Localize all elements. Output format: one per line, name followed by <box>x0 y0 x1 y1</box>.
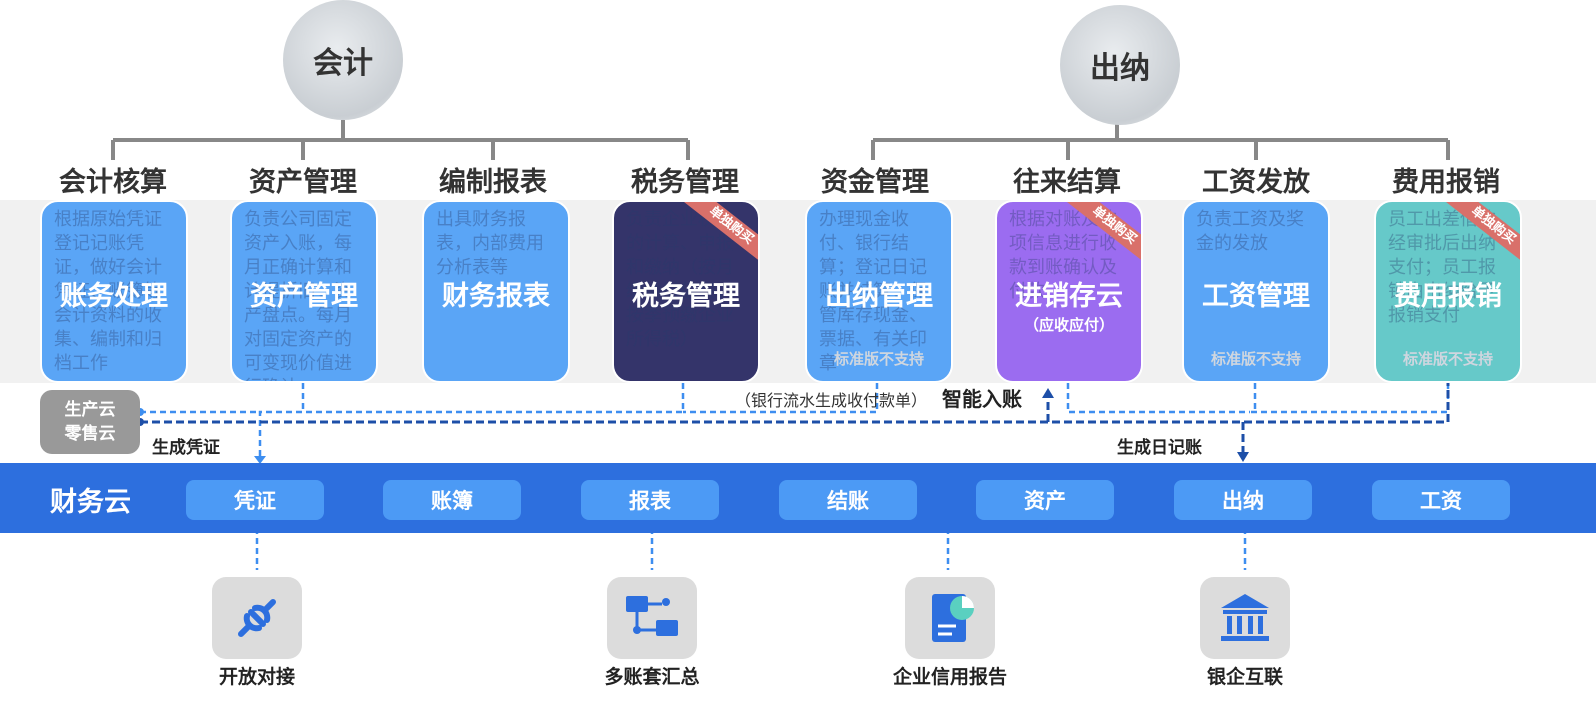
bottom-label: 企业信用报告 <box>892 666 1007 688</box>
card-title: 工资管理 <box>1202 281 1310 312</box>
generate-journal-label: 生成日记账 <box>1117 438 1202 458</box>
generate-voucher-label: 生成凭证 <box>152 438 220 458</box>
category-label: 税务管理 <box>631 167 739 198</box>
card-description: 办理现金收付、银行结算；登记日记账并结算，保管库存现金、票据、有关印章 <box>819 209 927 374</box>
card-description: 根据原始凭证登记记账凭证，做好会计凭证、账簿等会计资料的收集、编制和归档工作 <box>54 209 162 374</box>
side-box-line: 零售云 <box>64 424 116 444</box>
card-title: 财务报表 <box>442 281 550 312</box>
card-title: 税务管理 <box>632 281 740 312</box>
module-card[interactable]: 负责工资及奖金的发放 工资管理标准版不支持 <box>1182 200 1330 383</box>
module-card[interactable]: 负责企业税费的计算、申报和缴纳（按月缴纳增值税，按季预缴企业所得税） 税务管理单… <box>612 200 760 383</box>
card-description: 出具财务报表，内部费用分析表等 <box>436 209 544 278</box>
bank-flow-label: （银行流水生成收付款单） <box>735 391 928 410</box>
card-title: 费用报销 <box>1394 281 1502 312</box>
multi-ledger-tile[interactable] <box>607 577 697 659</box>
category-label: 编制报表 <box>439 167 547 198</box>
category-label: 费用报销 <box>1392 167 1500 198</box>
production-retail-cloud-box[interactable]: 生产云 零售云 <box>40 390 140 454</box>
bottom-label: 银企互联 <box>1206 666 1283 688</box>
card-title: 资产管理 <box>250 281 358 312</box>
category-label: 工资发放 <box>1202 167 1310 198</box>
plug-icon <box>238 599 276 637</box>
bank-icon <box>1221 594 1269 641</box>
credit-report-tile[interactable] <box>905 577 995 659</box>
module-card[interactable]: 根据对账及款项信息进行收款到账确认及付款 进销存云（应收应付）单独购买 <box>995 200 1143 383</box>
role-label: 出纳 <box>1090 51 1150 86</box>
side-box-line: 生产云 <box>64 400 116 420</box>
module-card[interactable]: 根据原始凭证登记记账凭证，做好会计凭证、账簿等会计资料的收集、编制和归档工作 账… <box>40 200 188 383</box>
category-label: 资产管理 <box>249 167 357 198</box>
category-label: 会计核算 <box>59 167 167 198</box>
card-description: 负责公司固定资产入账，每月正确计算和计提折旧，资产盘点。每月对固定资产的可变现价… <box>244 209 352 381</box>
role-label: 会计 <box>313 46 373 81</box>
card-subtitle: （应收应付） <box>1023 316 1114 334</box>
bottom-label: 多账套汇总 <box>604 666 700 688</box>
card-description: 员工出差借款经审批后出纳支付；员工报销由出纳给予报销支付 <box>1388 209 1496 326</box>
smart-entry-label: 智能入账 <box>942 387 1022 411</box>
module-card[interactable]: 办理现金收付、银行结算；登记日记账并结算，保管库存现金、票据、有关印章 出纳管理… <box>805 200 953 383</box>
module-cashier[interactable]: 出纳 <box>1174 480 1312 520</box>
category-label: 资金管理 <box>821 167 929 198</box>
module-payroll[interactable]: 工资 <box>1372 480 1510 520</box>
category-label: 往来结算 <box>1013 167 1121 198</box>
not-supported-note: 标准版不支持 <box>1210 350 1301 368</box>
not-supported-note: 标准版不支持 <box>1402 350 1493 368</box>
card-title: 出纳管理 <box>825 281 933 312</box>
bottom-label: 开放对接 <box>218 666 295 688</box>
module-card[interactable]: 员工出差借款经审批后出纳支付；员工报销由出纳给予报销支付 费用报销标准版不支持单… <box>1374 200 1522 383</box>
not-supported-note: 标准版不支持 <box>833 350 924 368</box>
finance-cloud-label: 财务云 <box>50 487 131 518</box>
card-description: 负责工资及奖金的发放 <box>1196 209 1304 254</box>
module-ledger[interactable]: 账簿 <box>383 480 521 520</box>
network-icon <box>626 596 678 636</box>
module-report[interactable]: 报表 <box>581 480 719 520</box>
open-integration-tile[interactable] <box>212 577 302 659</box>
report-chart-icon <box>932 594 974 642</box>
module-closing[interactable]: 结账 <box>779 480 917 520</box>
bank-link-tile[interactable] <box>1200 577 1290 659</box>
card-title: 账务处理 <box>60 281 168 312</box>
module-card[interactable]: 负责公司固定资产入账，每月正确计算和计提折旧，资产盘点。每月对固定资产的可变现价… <box>230 200 378 383</box>
card-title: 进销存云 <box>1015 281 1123 312</box>
module-card[interactable]: 出具财务报表，内部费用分析表等 财务报表 <box>422 200 570 383</box>
role-accountant: 会计 <box>283 0 403 120</box>
module-voucher[interactable]: 凭证 <box>186 480 324 520</box>
module-assets[interactable]: 资产 <box>976 480 1114 520</box>
role-cashier: 出纳 <box>1060 5 1180 125</box>
